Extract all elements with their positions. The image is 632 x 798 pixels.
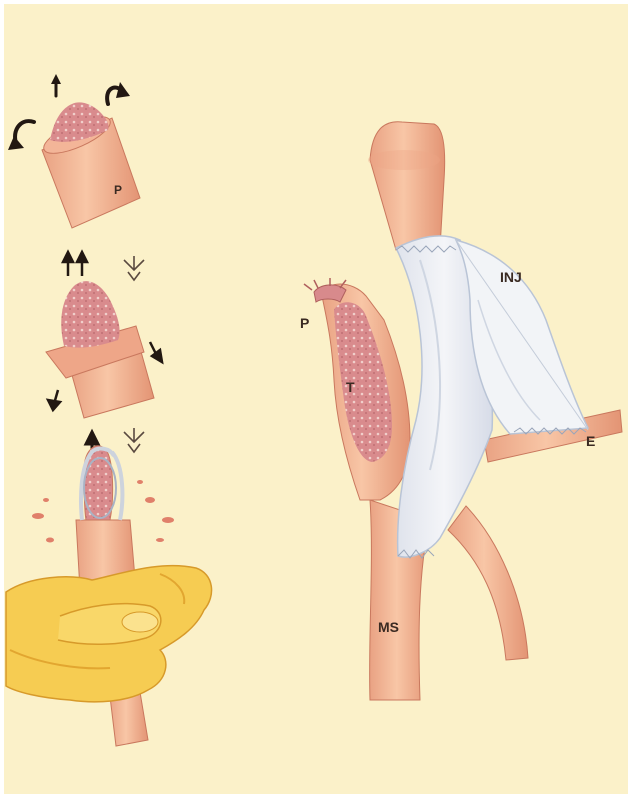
label-inj: INJ [500,269,522,285]
label-p-left: P [114,183,122,197]
label-p-right: P [300,315,309,331]
label-e: E [586,433,595,449]
label-t: T [346,379,355,395]
label-ms: MS [378,619,399,635]
